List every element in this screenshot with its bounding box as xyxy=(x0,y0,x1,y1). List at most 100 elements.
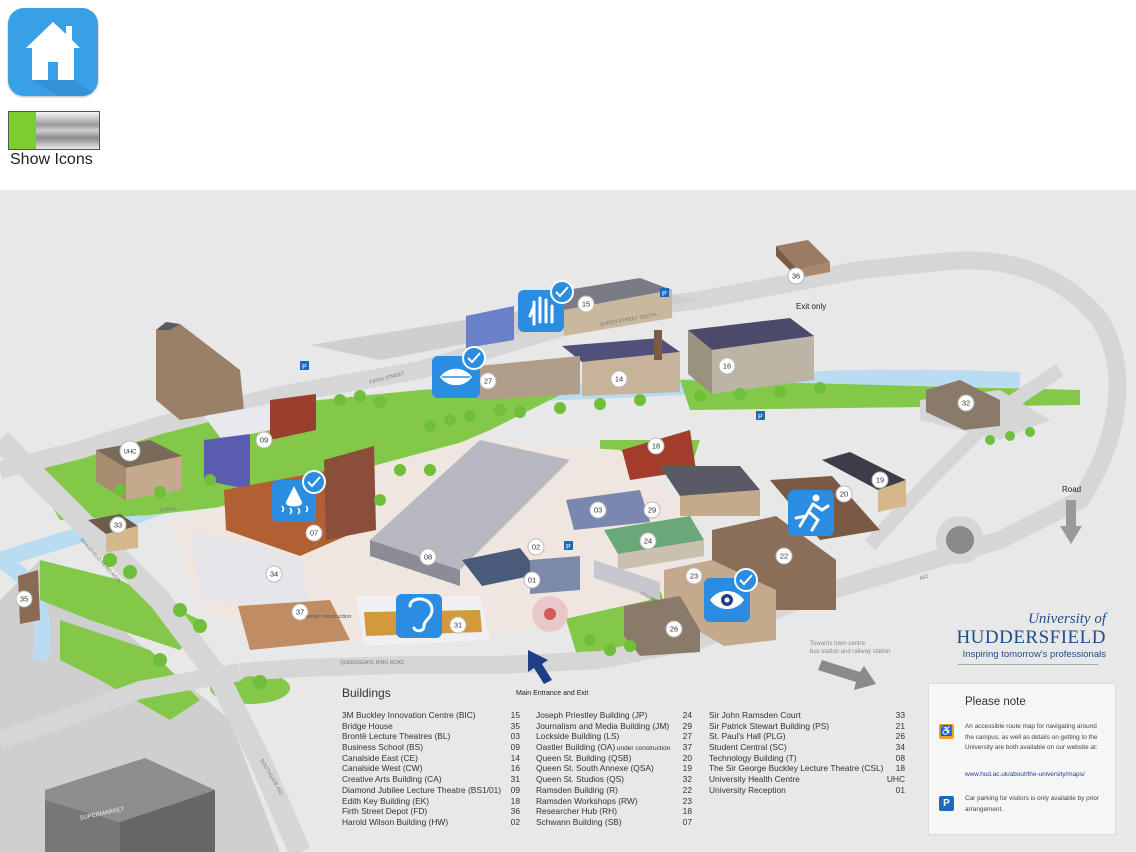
building-03 xyxy=(566,490,650,530)
legend-building-code: 19 xyxy=(682,763,692,774)
buildings xyxy=(18,240,1000,656)
hand-touch-icon[interactable] xyxy=(518,290,564,332)
building-marker[interactable] xyxy=(647,437,665,455)
legend-row: Joseph Priestley Building (JP)24 xyxy=(536,710,692,721)
building-marker[interactable] xyxy=(15,590,33,608)
legend-row: 3M Buckley Innovation Centre (BIC)15 xyxy=(342,710,520,721)
logo-line-1: University of xyxy=(1028,611,1106,627)
building-marker[interactable] xyxy=(957,394,975,412)
legend-row: Queen St. Building (QSB) 20 xyxy=(536,753,692,764)
building-02 xyxy=(462,548,540,586)
building-number-label: 36 xyxy=(792,272,800,281)
legend-building-name: Student Central (SC) xyxy=(709,742,787,753)
building-marker[interactable] xyxy=(610,370,628,388)
building-marker[interactable] xyxy=(639,532,657,550)
building-marker[interactable] xyxy=(527,538,545,556)
road-east xyxy=(864,364,1064,550)
building-15-annex xyxy=(466,306,514,348)
parking-sign xyxy=(756,411,765,420)
legend-building-name: Technology Building (T) xyxy=(709,752,797,763)
home-button[interactable] xyxy=(8,8,98,96)
building-34 xyxy=(190,530,310,610)
building-marker[interactable] xyxy=(787,267,805,285)
legend-building-name: Queen St. Building (QSB) xyxy=(536,752,632,763)
bus-rail-label: bus station and railway station xyxy=(810,649,891,655)
building-marker[interactable] xyxy=(665,620,683,638)
building-number-label: 26 xyxy=(670,625,678,634)
building-marker[interactable] xyxy=(589,501,607,519)
legend-row: Researcher Hub (RH)18 xyxy=(536,806,692,817)
legend-row: Lockside Building (LS)27 xyxy=(536,731,692,742)
legend-row: Sir Patrick Stewart Building (PS)21 xyxy=(709,721,905,732)
ear-hearing-icon[interactable] xyxy=(396,594,442,638)
legend-building-name: University Health Centre xyxy=(709,774,800,785)
legend-building-name: Edith Key Building (EK) xyxy=(342,795,430,806)
building-number-label: 16 xyxy=(723,362,731,371)
steam-heat-icon[interactable] xyxy=(272,480,316,522)
legend-building-name: Journalism and Media Building (JM) xyxy=(536,720,670,731)
svg-text:P: P xyxy=(662,291,667,298)
building-number-label: 09 xyxy=(260,436,268,445)
toggle-knob[interactable] xyxy=(36,112,99,149)
running-person-icon[interactable] xyxy=(788,490,834,536)
building-36-side xyxy=(798,262,830,278)
building-marker[interactable] xyxy=(109,516,127,534)
home-icon xyxy=(26,22,98,96)
building-marker[interactable] xyxy=(718,357,736,375)
check-badge-icon xyxy=(462,346,486,370)
building-marker[interactable] xyxy=(305,524,323,542)
please-note-panel: Please note ♿ An accessible route map fo… xyxy=(928,683,1116,835)
building-marker[interactable] xyxy=(577,295,595,313)
building-09-top xyxy=(204,404,290,440)
wakefield-road xyxy=(0,432,311,852)
legend-building-code: 20 xyxy=(682,752,692,763)
building-number-label: 33 xyxy=(114,521,122,530)
building-marker[interactable] xyxy=(523,571,541,589)
trees xyxy=(103,382,1035,689)
legend-building-name: Schwann Building (SB) xyxy=(536,816,622,827)
supermarket-building xyxy=(45,758,215,822)
building-marker[interactable] xyxy=(835,485,853,503)
building-marker[interactable] xyxy=(119,440,141,462)
legend-building-name: Bridge House xyxy=(342,720,393,731)
show-icons-toggle[interactable] xyxy=(8,111,100,150)
website-link[interactable]: www.hud.ac.uk/about/the-university/maps/ xyxy=(965,771,1085,778)
building-marker[interactable] xyxy=(775,547,793,565)
legend-building-code: 09 xyxy=(510,784,520,795)
legend-building-name: Creative Arts Building (CA) xyxy=(342,774,442,785)
legend-row: Business School (BS)09 xyxy=(342,742,520,753)
road-name: A62 xyxy=(919,573,930,582)
building-marker[interactable] xyxy=(685,567,703,585)
grass-southwest-2 xyxy=(60,620,200,720)
building-marker[interactable] xyxy=(871,471,889,489)
legend-building-name: The Sir George Buckley Lecture Theatre (… xyxy=(709,763,884,774)
legend-row: Canalside East (CE)14 xyxy=(342,753,520,764)
legend-building-code: 35 xyxy=(510,720,520,731)
building-marker[interactable] xyxy=(265,565,283,583)
building-marker[interactable] xyxy=(291,603,309,621)
building-18b-roof xyxy=(660,466,760,496)
building-14-chimney xyxy=(654,330,662,360)
legend-building-code: 18 xyxy=(682,806,692,817)
legend-building-name: Harold Wilson Building (HW) xyxy=(342,816,449,827)
building-08-wall xyxy=(370,540,460,586)
accessibility-icons[interactable] xyxy=(272,280,834,638)
building-marker[interactable] xyxy=(419,548,437,566)
logo-divider xyxy=(958,664,1098,665)
building-marker[interactable] xyxy=(255,431,273,449)
building-36-roof xyxy=(776,240,830,270)
legend-building-code: 07 xyxy=(682,816,692,827)
legend-building-code: 23 xyxy=(682,795,692,806)
parking-sign xyxy=(660,288,669,297)
building-marker[interactable] xyxy=(643,501,661,519)
legend-building-code: 26 xyxy=(895,731,905,742)
legend-building-code: 18 xyxy=(895,763,905,774)
building-marker[interactable] xyxy=(449,616,467,634)
legend-building-code: 03 xyxy=(510,731,520,742)
grass-southwest xyxy=(40,560,200,650)
building-number-label: 34 xyxy=(270,570,278,579)
